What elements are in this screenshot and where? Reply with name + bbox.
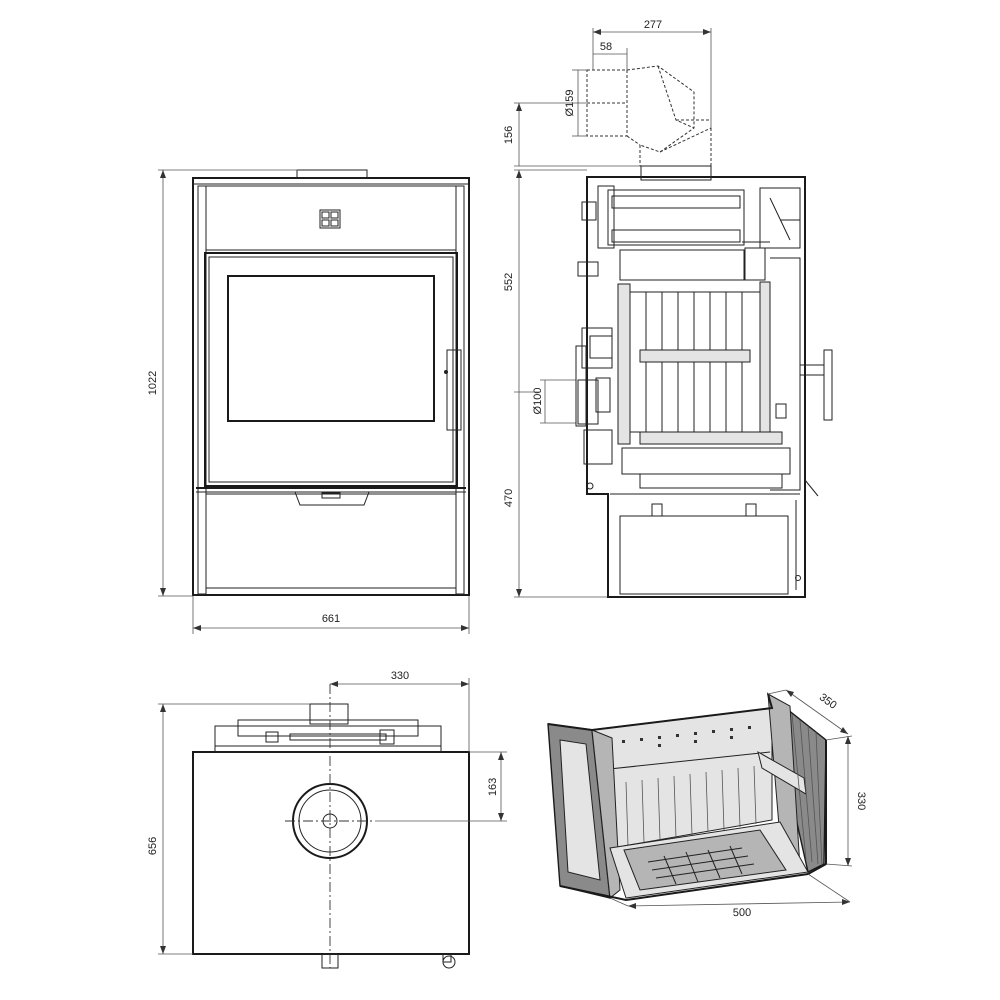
side-section-view: 277 58 Ø159 156 552 bbox=[503, 19, 833, 598]
top-offset-label: 330 bbox=[391, 670, 409, 682]
firebox-width-dimension: 500 bbox=[609, 873, 851, 919]
lower-height-dimension: 470 bbox=[503, 391, 608, 598]
side-door-handle bbox=[823, 349, 833, 421]
back-wall-vents bbox=[622, 726, 751, 747]
heat-exchanger bbox=[607, 189, 745, 246]
firebox-grate bbox=[623, 829, 787, 891]
flue-elbow bbox=[586, 65, 712, 167]
flue-step-dimension: 58 bbox=[593, 41, 628, 70]
air-inlet-dimension: Ø100 bbox=[532, 379, 576, 424]
side-casing bbox=[586, 176, 806, 598]
right-wall-ribs bbox=[791, 713, 823, 867]
side-door bbox=[770, 257, 801, 491]
firebox-height-dimension: 330 bbox=[825, 735, 867, 867]
front-body-outline bbox=[192, 177, 470, 596]
air-inlet-pipe bbox=[577, 379, 599, 425]
ash-drawer-handle bbox=[294, 491, 370, 506]
upper-height-dimension: 552 bbox=[503, 169, 587, 392]
top-view: 330 163 656 bbox=[147, 670, 507, 969]
side-grate bbox=[639, 431, 783, 445]
firebox-depth-label: 350 bbox=[817, 691, 839, 711]
grate-slots bbox=[647, 845, 755, 885]
air-inlet-label: Ø100 bbox=[532, 388, 544, 415]
front-top-flue-stub bbox=[296, 169, 368, 179]
flue-height-label: 156 bbox=[503, 126, 515, 144]
front-width-label: 661 bbox=[322, 613, 340, 625]
top-body-outline bbox=[192, 751, 470, 955]
front-height-dimension: 1022 bbox=[147, 169, 298, 597]
control-knob-icon bbox=[319, 209, 341, 229]
ash-pan bbox=[621, 447, 791, 475]
back-wall-ribs bbox=[625, 765, 757, 847]
firebox-height-label: 330 bbox=[855, 792, 867, 810]
lower-height-label: 470 bbox=[503, 489, 515, 507]
top-flue-depth-dimension: 163 bbox=[375, 751, 507, 822]
top-depth-label: 656 bbox=[147, 837, 159, 855]
baffle-plate bbox=[639, 349, 751, 363]
front-door-handle bbox=[446, 349, 462, 431]
top-flue-depth-label: 163 bbox=[487, 778, 499, 796]
flue-height-dimension: 156 bbox=[503, 102, 640, 167]
upper-height-label: 552 bbox=[503, 273, 515, 291]
front-view: 1022 661 bbox=[147, 169, 470, 634]
side-base bbox=[619, 515, 789, 595]
front-base-panel bbox=[205, 493, 457, 589]
top-fittings bbox=[215, 729, 441, 747]
top-depth-dimension: 656 bbox=[147, 703, 310, 955]
top-offset-dimension: 330 bbox=[330, 670, 470, 752]
firebox-width-label: 500 bbox=[733, 907, 752, 919]
front-width-dimension: 661 bbox=[192, 596, 470, 634]
front-door-glass bbox=[227, 275, 435, 422]
front-door bbox=[204, 252, 458, 487]
firebox-isometric: 350 330 500 bbox=[547, 689, 867, 919]
front-height-label: 1022 bbox=[147, 371, 159, 395]
flue-offset-dimension: 277 bbox=[592, 19, 712, 128]
flue-offset-label: 277 bbox=[644, 19, 662, 31]
flue-step-label: 58 bbox=[600, 41, 612, 53]
